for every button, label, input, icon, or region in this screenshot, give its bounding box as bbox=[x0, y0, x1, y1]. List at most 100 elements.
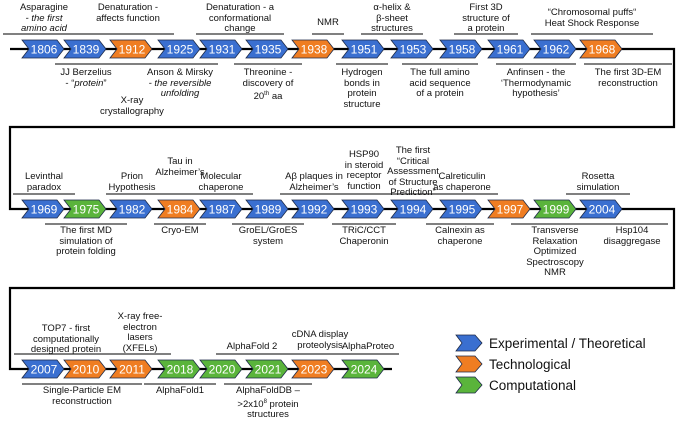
event-chevron-computational bbox=[157, 359, 201, 379]
event-year: 1995 bbox=[449, 203, 476, 217]
event-label-1912: X-ray crystallography bbox=[100, 95, 164, 117]
timeline-event-1958: 1958 bbox=[439, 39, 483, 59]
timeline-event-2023: 2023 bbox=[291, 359, 335, 379]
event-year: 1999 bbox=[543, 203, 570, 217]
event-year: 1987 bbox=[209, 203, 236, 217]
event-year: 1993 bbox=[351, 203, 378, 217]
event-year: 2020 bbox=[209, 363, 236, 377]
event-year: 1992 bbox=[301, 203, 328, 217]
event-label-1984: Tau in Alzheimer’s bbox=[155, 156, 205, 178]
event-label-1953: The full amino acid sequence of a protei… bbox=[409, 67, 471, 99]
event-chevron-technological bbox=[579, 39, 623, 59]
timeline-event-2007: 2007 bbox=[21, 359, 65, 379]
timeline-event-1931: 1931 bbox=[199, 39, 243, 59]
event-year: 1806 bbox=[31, 43, 58, 57]
timeline-event-1982: 1982 bbox=[109, 199, 153, 219]
event-year: 1935 bbox=[255, 43, 282, 57]
event-chevron-computational bbox=[63, 199, 107, 219]
timeline-event-2024: 2024 bbox=[341, 359, 385, 379]
timeline-event-1962: 1962 bbox=[533, 39, 577, 59]
event-chevron-experimental bbox=[21, 359, 65, 379]
event-label-1931: Denaturation - a conformational change bbox=[205, 2, 275, 34]
timeline-line bbox=[8, 47, 676, 371]
event-label-2024: AlphaProteo bbox=[341, 341, 395, 352]
event-label-1938: NMR bbox=[317, 17, 339, 28]
event-chevron-computational bbox=[199, 359, 243, 379]
event-chevron-technological bbox=[109, 359, 153, 379]
event-chevron-experimental bbox=[109, 199, 153, 219]
event-year: 1931 bbox=[209, 43, 236, 57]
timeline-event-1993: 1993 bbox=[341, 199, 385, 219]
event-year: 2004 bbox=[589, 203, 616, 217]
event-year: 2011 bbox=[119, 363, 145, 377]
event-label-2004: Hsp104 disaggregase bbox=[603, 225, 661, 247]
event-year: 1997 bbox=[497, 203, 524, 217]
legend-swatch-computational bbox=[455, 376, 483, 394]
timeline-event-1999: 1999 bbox=[533, 199, 577, 219]
event-year: 2021 bbox=[255, 363, 282, 377]
event-year: 1984 bbox=[167, 203, 194, 217]
event-year: 1912 bbox=[119, 43, 146, 57]
timeline-event-2004: 2004 bbox=[579, 199, 623, 219]
extra-label: Denaturation - affects function bbox=[96, 2, 160, 24]
timeline-event-1806: 1806 bbox=[21, 39, 65, 59]
legend-swatch-experimental bbox=[455, 334, 483, 352]
timeline-event-1968: 1968 bbox=[579, 39, 623, 59]
event-label-1994: The first “Critical Assessment of Struct… bbox=[387, 145, 439, 198]
timeline-event-1969: 1969 bbox=[21, 199, 65, 219]
legend-label: Experimental / Theoretical bbox=[489, 335, 646, 351]
extra-label: TRiC/CCT Chaperonin bbox=[339, 225, 389, 247]
extra-label: Calnexin as chaperone bbox=[435, 225, 485, 247]
event-year: 2007 bbox=[31, 363, 58, 377]
timeline-event-1951: 1951 bbox=[341, 39, 385, 59]
event-chevron-experimental bbox=[439, 199, 483, 219]
event-label-2020: AlphaFold 2 bbox=[226, 341, 278, 352]
event-label-2011: X-ray free- electron lasers (XFELs) bbox=[117, 311, 163, 354]
timeline-event-1839: 1839 bbox=[63, 39, 107, 59]
event-label-1982: Prion Hypothesis bbox=[108, 171, 156, 193]
legend-item-experimental: Experimental / Theoretical bbox=[455, 334, 646, 352]
event-label-1969: Levinthal paradox bbox=[24, 171, 64, 193]
event-year: 1962 bbox=[543, 43, 570, 57]
event-year: 2023 bbox=[301, 363, 328, 377]
timeline-event-2018: 2018 bbox=[157, 359, 201, 379]
legend-item-technological: Technological bbox=[455, 355, 571, 373]
extra-label: Hydrogen bonds in protein structure bbox=[341, 67, 383, 110]
event-chevron-experimental bbox=[21, 39, 65, 59]
event-label-2007: TOP7 - first computationally designed pr… bbox=[30, 323, 102, 355]
event-chevron-computational bbox=[341, 359, 385, 379]
event-chevron-technological bbox=[63, 359, 107, 379]
event-year: 2010 bbox=[73, 363, 100, 377]
event-label-1989: GroEL/GroES system bbox=[238, 225, 298, 247]
event-label-1987: Molecular chaperone bbox=[198, 171, 244, 193]
event-year: 1982 bbox=[119, 203, 146, 217]
timeline-event-1992: 1992 bbox=[291, 199, 335, 219]
timeline-event-1994: 1994 bbox=[390, 199, 434, 219]
event-year: 1968 bbox=[589, 43, 616, 57]
timeline-event-2021: 2021 bbox=[245, 359, 289, 379]
event-label-1806: Asparagine - the first amino acid bbox=[19, 2, 69, 34]
event-chevron-experimental bbox=[245, 39, 289, 59]
event-label-1968: The first 3D-EM reconstruction bbox=[594, 67, 662, 89]
timeline-event-1961: 1961 bbox=[487, 39, 531, 59]
event-chevron-experimental bbox=[579, 199, 623, 219]
event-year: 1925 bbox=[167, 43, 194, 57]
event-year: 1975 bbox=[73, 203, 100, 217]
timeline-event-2020: 2020 bbox=[199, 359, 243, 379]
event-chevron-experimental bbox=[21, 199, 65, 219]
event-label-1992: Aβ plaques in Alzheimer’s bbox=[285, 171, 343, 193]
event-label-2018: AlphaFold1 bbox=[155, 385, 205, 396]
event-label-1839: JJ Berzelius - “protein” bbox=[60, 67, 112, 89]
timeline-event-1989: 1989 bbox=[245, 199, 289, 219]
timeline-event-1995: 1995 bbox=[439, 199, 483, 219]
timeline-event-1975: 1975 bbox=[63, 199, 107, 219]
event-chevron-experimental bbox=[390, 199, 434, 219]
event-chevron-computational bbox=[245, 359, 289, 379]
timeline-event-2011: 2011 bbox=[109, 359, 153, 379]
event-year: 1953 bbox=[400, 43, 427, 57]
event-label-2021: AlphaFoldDB – >2x108 protein structures bbox=[236, 385, 300, 421]
event-chevron-experimental bbox=[439, 39, 483, 59]
event-year: 1969 bbox=[31, 203, 58, 217]
event-year: 1938 bbox=[301, 43, 328, 57]
event-chevron-experimental bbox=[341, 39, 385, 59]
